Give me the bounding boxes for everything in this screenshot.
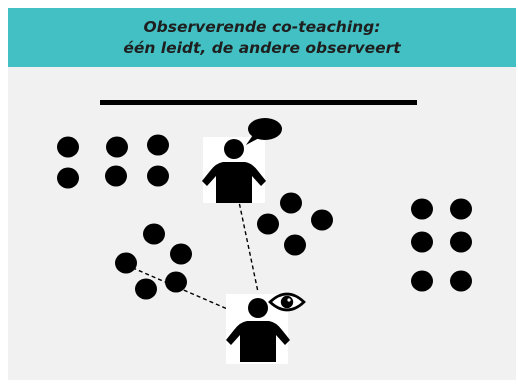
- student: [411, 231, 433, 253]
- student: [147, 165, 169, 187]
- student: [170, 243, 192, 265]
- leading-teacher: [202, 118, 282, 203]
- observation-link-to-teacher: [237, 196, 259, 293]
- student: [450, 198, 472, 220]
- title-line-1: Observerende co-teaching:: [143, 17, 381, 36]
- student: [135, 278, 157, 300]
- student: [411, 270, 433, 292]
- student: [147, 134, 169, 156]
- title-line-2: één leidt, de andere observeert: [123, 38, 401, 57]
- student-group-observed: [115, 223, 192, 300]
- student: [284, 234, 306, 256]
- teacher-head: [224, 139, 244, 159]
- student: [411, 198, 433, 220]
- eye-icon: [268, 292, 306, 312]
- student: [280, 192, 302, 214]
- student: [105, 165, 127, 187]
- student: [165, 271, 187, 293]
- student: [450, 270, 472, 292]
- board-line: [100, 100, 417, 105]
- student: [106, 136, 128, 158]
- student: [57, 167, 79, 189]
- teacher-head: [248, 298, 268, 318]
- student-group-right: [411, 198, 472, 292]
- student-group-center: [257, 192, 333, 256]
- student: [143, 223, 165, 245]
- student: [450, 231, 472, 253]
- teacher-body: [226, 321, 290, 362]
- classroom-diagram: [57, 100, 472, 364]
- student: [115, 252, 137, 274]
- student: [257, 213, 279, 235]
- speech-bubble-icon: [246, 118, 282, 145]
- student: [311, 209, 333, 231]
- student-group-left: [57, 134, 169, 189]
- header-banner: Observerende co-teaching: één leidt, de …: [8, 8, 516, 67]
- observing-teacher: [226, 292, 306, 364]
- card: Observerende co-teaching: één leidt, de …: [8, 8, 516, 380]
- student: [57, 136, 79, 158]
- teacher-body: [202, 162, 266, 203]
